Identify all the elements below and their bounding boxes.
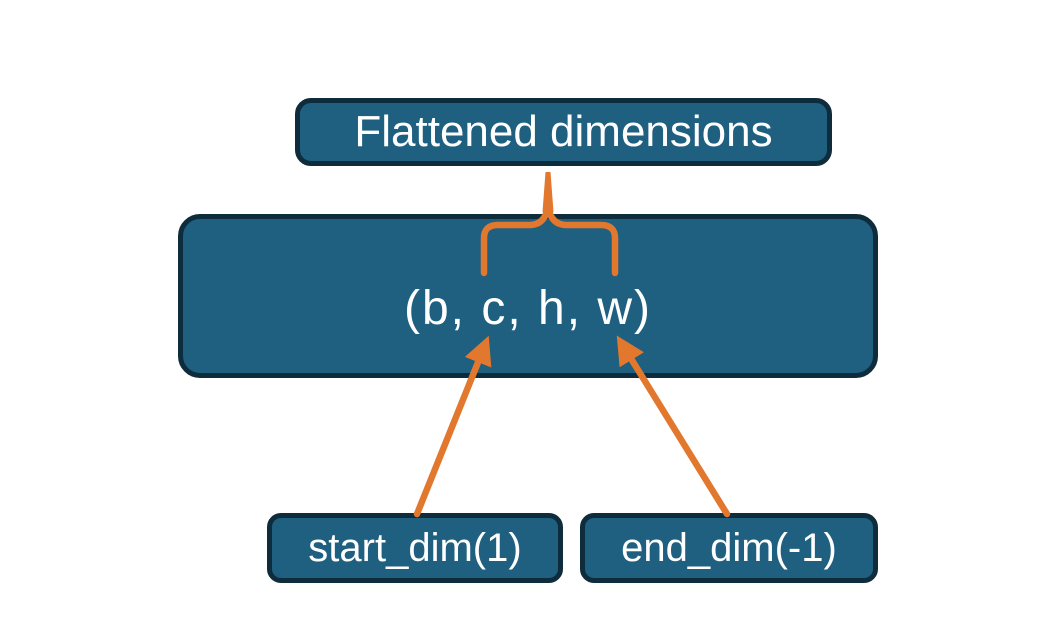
flattened-dimensions-label: Flattened dimensions xyxy=(354,107,773,156)
tensor-shape-box: (b, c, h, w) xyxy=(178,214,878,378)
end-dim-label: end_dim(-1) xyxy=(621,525,837,570)
start-dim-box: start_dim(1) xyxy=(267,513,563,583)
end-dim-box: end_dim(-1) xyxy=(580,513,878,583)
flattened-dimensions-box: Flattened dimensions xyxy=(295,98,832,166)
tensor-shape-label: (b, c, h, w) xyxy=(403,281,653,335)
start-dim-label: start_dim(1) xyxy=(308,525,522,570)
brace-stem-connector xyxy=(542,172,554,212)
